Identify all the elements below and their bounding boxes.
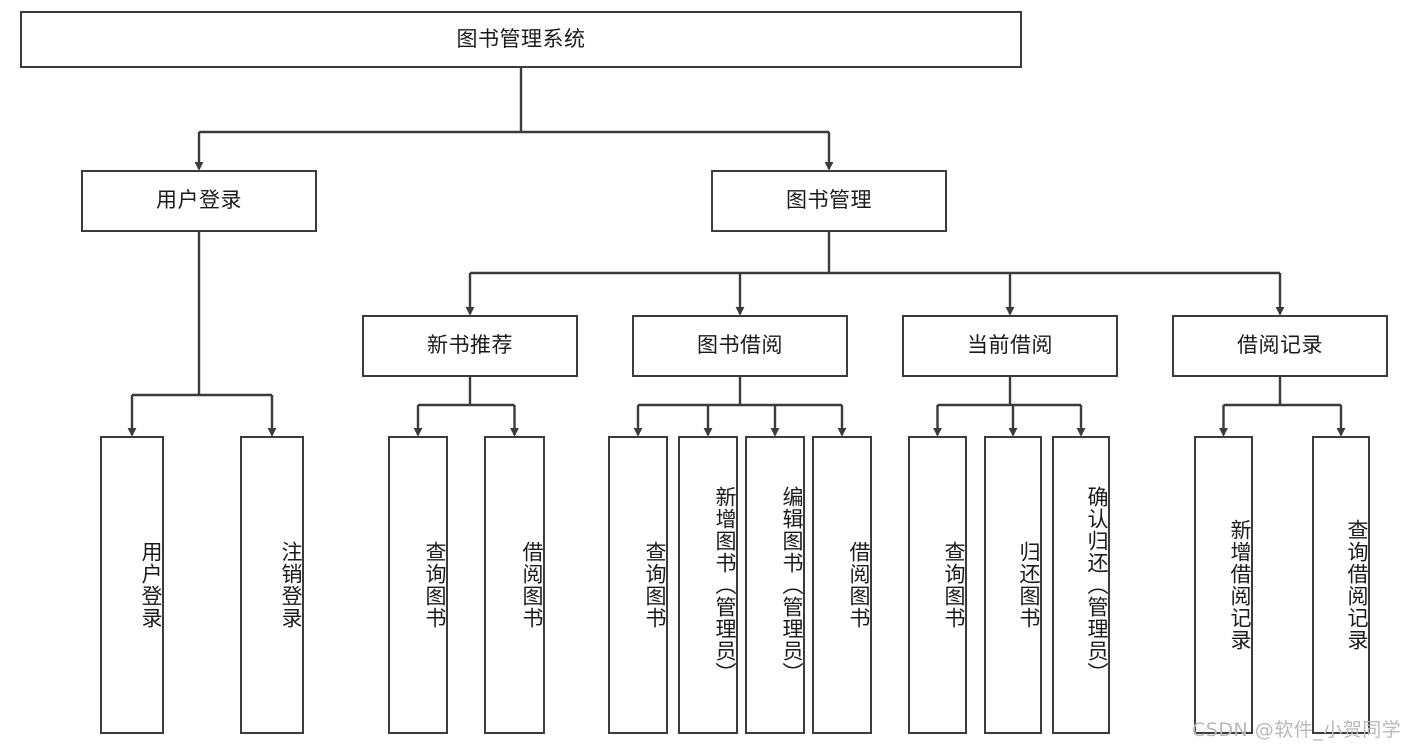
node-leaf-query-book-2: 查询图书 (608, 436, 668, 734)
node-book-borrow: 图书借阅 (632, 315, 848, 377)
node-label: 归还图书 (1017, 541, 1041, 629)
csdn-watermark: CSDN @软件_小贺同学 (1192, 719, 1402, 741)
node-label: 查询图书 (942, 541, 966, 629)
node-label: 图书管理系统 (456, 26, 586, 51)
node-label: 新书推荐 (427, 333, 513, 358)
node-label: 注销登录 (279, 541, 303, 629)
node-borrow-record: 借阅记录 (1172, 315, 1388, 377)
node-label: 用户登录 (156, 188, 242, 213)
node-label: 借阅记录 (1237, 333, 1323, 358)
node-label: 查询借阅记录 (1345, 519, 1369, 651)
node-label: 借阅图书 (847, 541, 871, 629)
node-user-login: 用户登录 (81, 170, 317, 232)
node-leaf-query-record: 查询借阅记录 (1312, 436, 1370, 734)
node-label: 确认归还（管理员） (1085, 486, 1109, 684)
node-leaf-borrow-book-2: 借阅图书 (812, 436, 872, 734)
node-leaf-return-book: 归还图书 (984, 436, 1042, 734)
node-leaf-logout: 注销登录 (240, 436, 304, 734)
node-label: 编辑图书（管理员） (780, 486, 804, 684)
node-label: 新增图书（管理员） (713, 486, 737, 684)
node-leaf-query-book-1: 查询图书 (388, 436, 448, 734)
node-label: 图书管理 (786, 188, 872, 213)
node-label: 查询图书 (643, 541, 667, 629)
node-current-borrow: 当前借阅 (902, 315, 1118, 377)
node-label: 新增借阅记录 (1228, 519, 1252, 651)
node-leaf-borrow-book-1: 借阅图书 (484, 436, 545, 734)
node-book-manage: 图书管理 (711, 170, 947, 232)
node-root: 图书管理系统 (20, 11, 1022, 68)
node-leaf-edit-book: 编辑图书（管理员） (745, 436, 805, 734)
node-leaf-add-record: 新增借阅记录 (1194, 436, 1253, 734)
node-label: 用户登录 (139, 541, 163, 629)
node-leaf-add-book: 新增图书（管理员） (678, 436, 738, 734)
node-label: 借阅图书 (520, 541, 544, 629)
node-label: 查询图书 (423, 541, 447, 629)
node-label: 当前借阅 (967, 333, 1053, 358)
node-new-book-rec: 新书推荐 (362, 315, 578, 377)
node-label: 图书借阅 (697, 333, 783, 358)
node-leaf-query-book-3: 查询图书 (908, 436, 967, 734)
node-leaf-user-login: 用户登录 (100, 436, 164, 734)
node-leaf-confirm-return: 确认归还（管理员） (1052, 436, 1110, 734)
